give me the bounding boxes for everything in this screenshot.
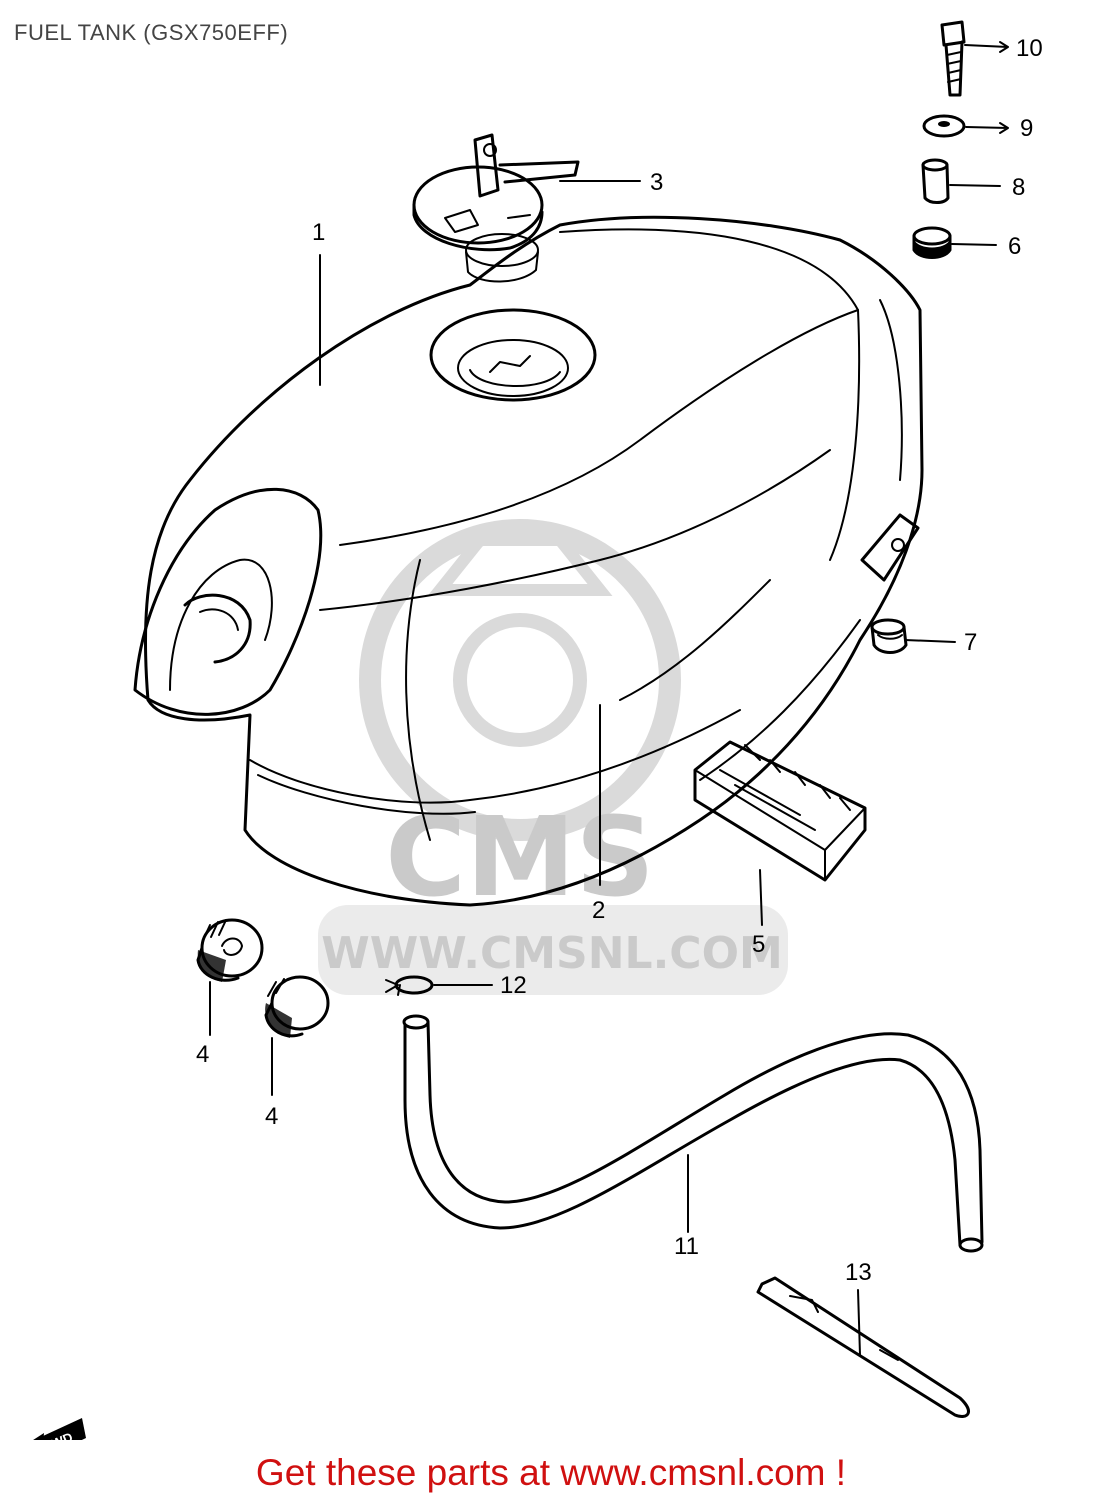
leader-lines — [209, 41, 1009, 1356]
callout-11: 11 — [674, 1233, 699, 1260]
callout-7: 7 — [964, 629, 977, 656]
washer — [922, 114, 966, 138]
callout-2: 2 — [592, 897, 605, 924]
callout-13: 13 — [845, 1259, 872, 1286]
callout-9: 9 — [1020, 115, 1033, 142]
callout-4-upper: 4 — [196, 1041, 209, 1068]
hose-clamp — [385, 975, 434, 996]
callout-6: 6 — [1008, 233, 1021, 260]
tank-strap — [756, 1276, 970, 1418]
callout-labels: 1 2 3 4 4 5 6 7 8 9 10 11 12 13 — [196, 35, 1043, 1286]
cap-lower — [264, 975, 330, 1038]
callout-4-lower: 4 — [265, 1103, 278, 1130]
cms-watermark: CMS WWW.CMSNL.COM — [318, 519, 788, 995]
spacer — [921, 158, 950, 204]
callout-8: 8 — [1012, 174, 1025, 201]
fuel-hose — [402, 1014, 984, 1253]
cushion-block — [693, 740, 867, 882]
callout-1: 1 — [312, 219, 325, 246]
mounting-bolt — [940, 20, 966, 97]
promo-link-text[interactable]: Get these parts at www.cmsnl.com ! — [255, 1452, 847, 1493]
callout-10: 10 — [1016, 35, 1043, 62]
watermark-url: WWW.CMSNL.COM — [321, 928, 783, 979]
diagram-title: FUEL TANK (GSX750EFF) — [14, 20, 289, 45]
fuel-tank-exploded-diagram: CMS WWW.CMSNL.COM — [33, 20, 1043, 1440]
cushion — [912, 226, 952, 259]
fwd-badge-label: FWD — [42, 1429, 75, 1440]
callout-5: 5 — [752, 931, 765, 958]
fuel-cap — [412, 133, 580, 283]
forward-arrow-badge: FWD — [33, 1418, 86, 1440]
callout-12: 12 — [500, 972, 527, 999]
rubber-cushion — [870, 618, 908, 654]
cap-upper — [196, 918, 264, 982]
fuel-tank — [133, 215, 924, 907]
callout-3: 3 — [650, 169, 663, 196]
